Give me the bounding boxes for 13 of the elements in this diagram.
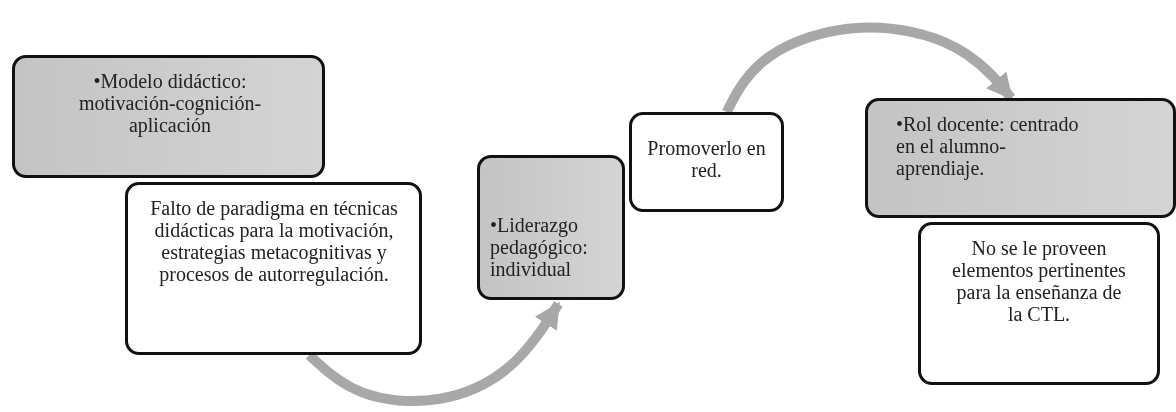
rounded-box — [865, 98, 1176, 218]
note-box — [918, 222, 1160, 385]
rounded-box — [12, 55, 325, 178]
box-text: •Modelo didáctico: motivación-cognición-aplicación — [77, 70, 263, 136]
curved-arrow — [305, 301, 563, 406]
box-text: •Liderazgo pedagógico: individual — [490, 214, 589, 280]
rounded-box — [477, 155, 625, 300]
box-text: •Rol docente: centrado en el alumno-aprendiaje. — [896, 113, 1080, 179]
box-text: Promoverlo en red. — [646, 137, 767, 181]
note-box — [629, 112, 784, 212]
note-box — [125, 182, 422, 355]
box-text: Falto de paradigma en técnicas didácticas para la motivación, estrategias metacognitivas y procesos de autorregulación. — [149, 197, 399, 285]
box-text: No se le proveen elementos pertinentes para la enseñanza de la CTL. — [951, 237, 1127, 325]
